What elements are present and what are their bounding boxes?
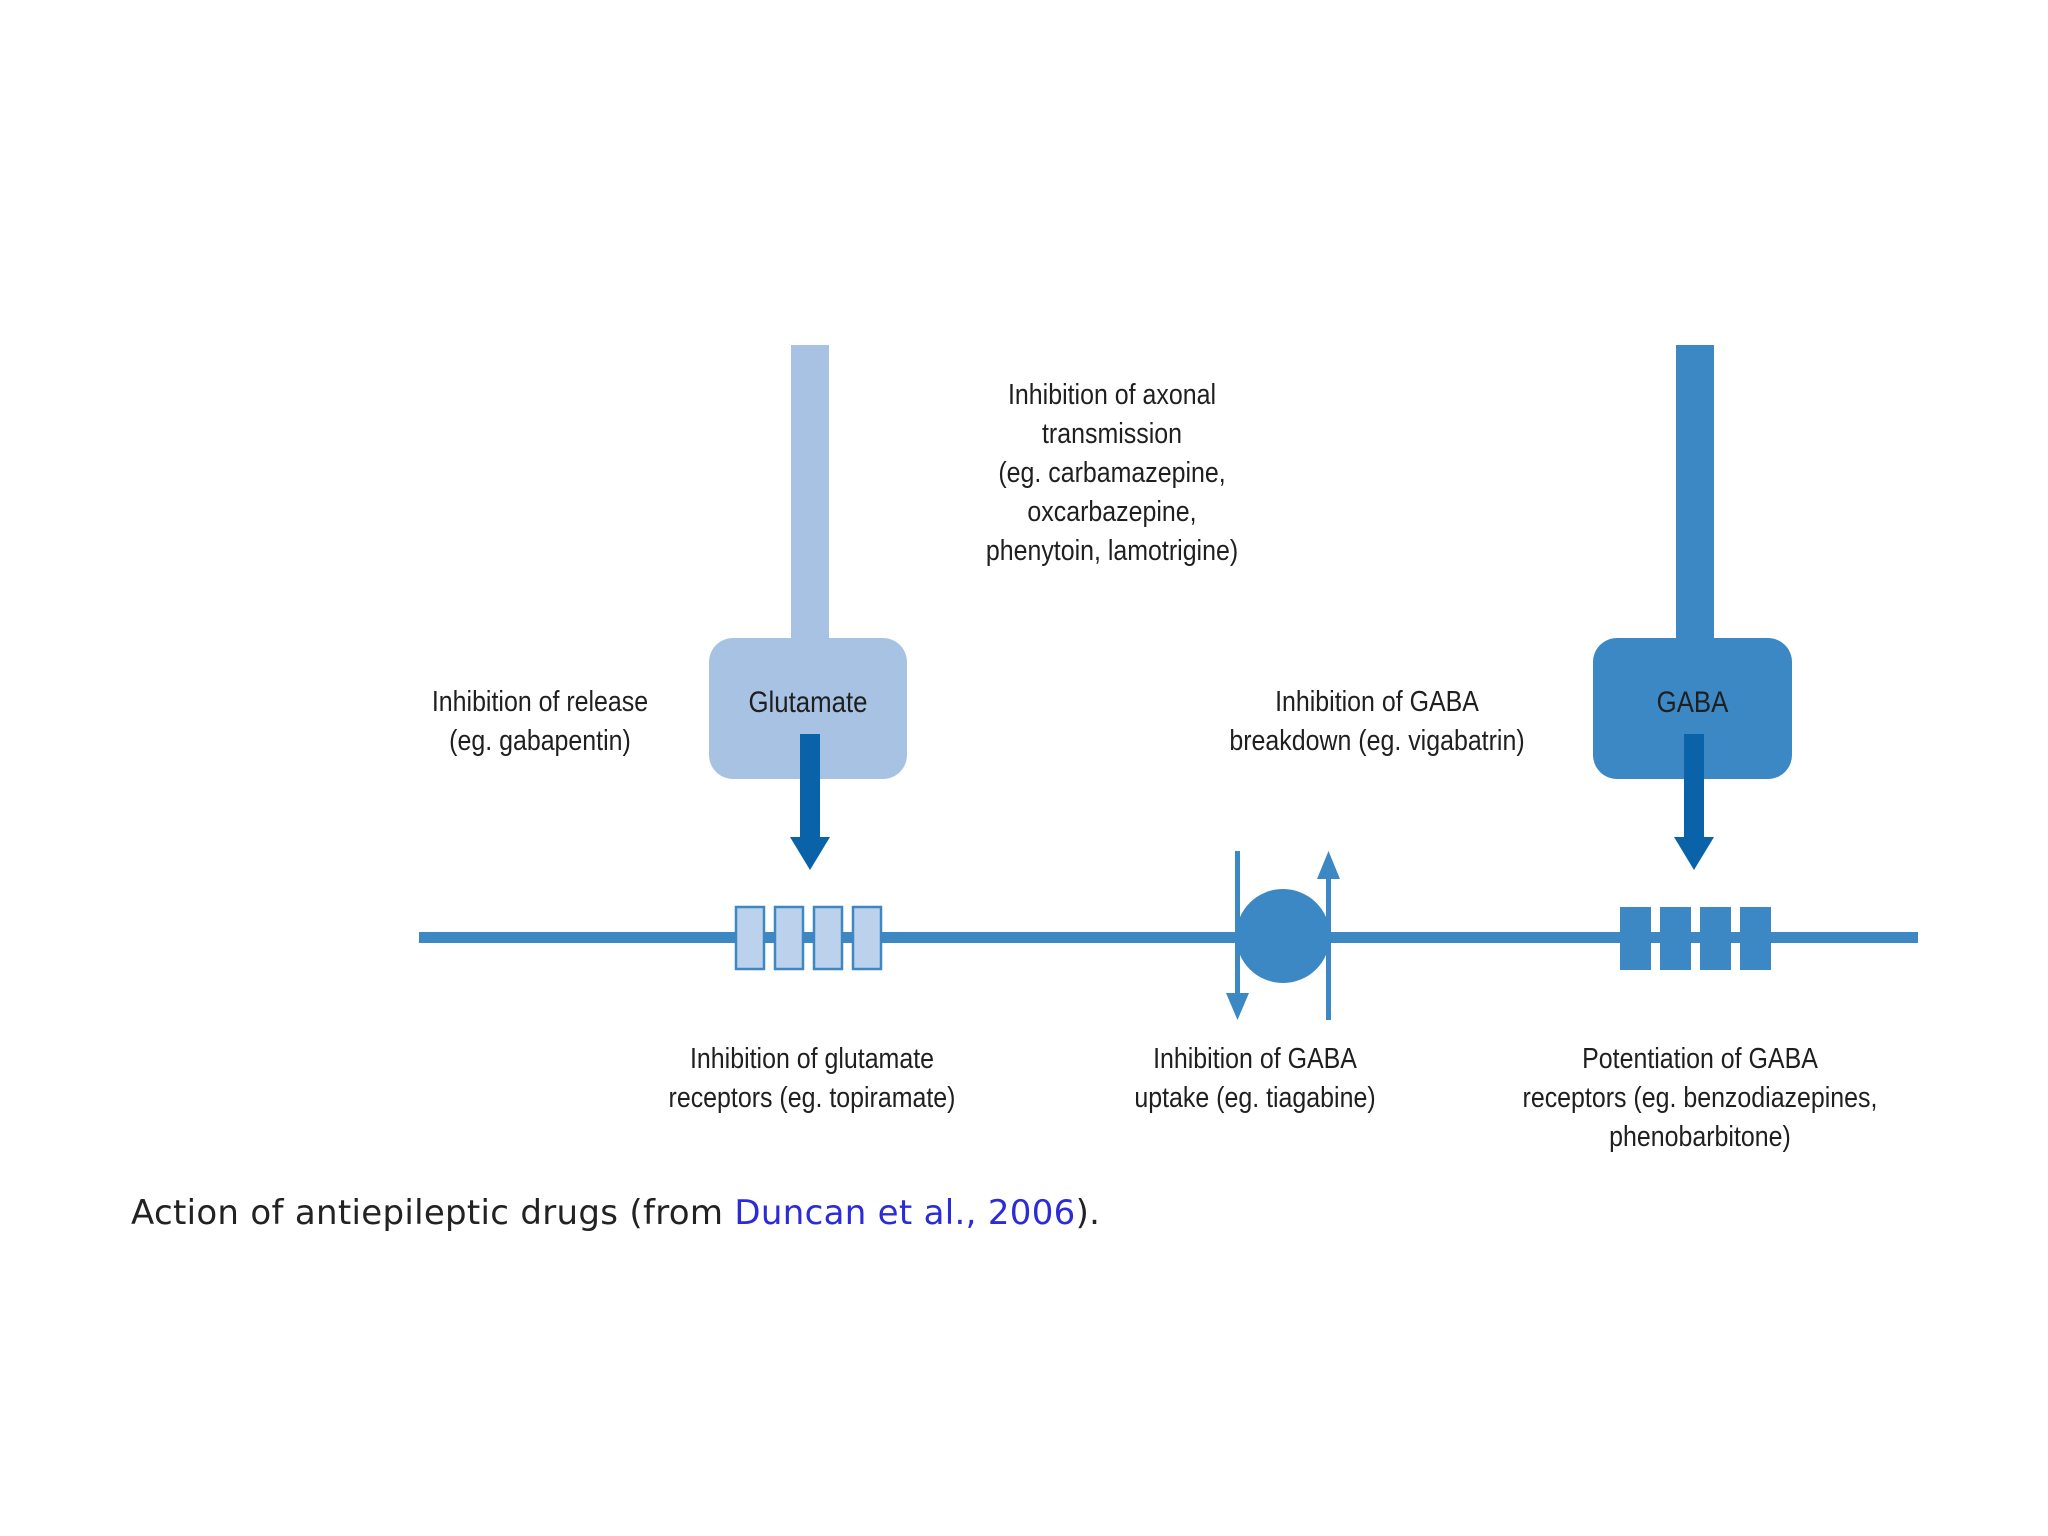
glutamate-receptor xyxy=(812,905,844,971)
label-line: (eg. carbamazepine, xyxy=(998,457,1226,489)
label-line: Inhibition of release xyxy=(431,686,649,718)
glutamate-release-arrow xyxy=(790,734,830,870)
glutamate-receptor-inhibition-label: Inhibition of glutamate receptors (eg. t… xyxy=(649,1040,976,1118)
label-line: receptors (eg. benzodiazepines, xyxy=(1522,1082,1878,1114)
axonal-transmission-label: Inhibition of axonal transmission (eg. c… xyxy=(957,376,1267,571)
label-line: phenobarbitone) xyxy=(1609,1121,1791,1153)
gaba-receptors xyxy=(1620,907,1771,970)
label-line: uptake (eg. tiagabine) xyxy=(1134,1082,1376,1114)
glutamate-receptors xyxy=(734,905,883,971)
glutamate-terminal-box xyxy=(709,638,907,779)
uptake-down-arrow-head xyxy=(1226,993,1249,1020)
gaba-receptor xyxy=(1660,907,1691,970)
gaba-receptor xyxy=(1620,907,1651,970)
gaba-box-label: GABA xyxy=(1656,686,1729,719)
uptake-down-arrow-shaft xyxy=(1235,851,1240,1001)
label-line: transmission xyxy=(1042,418,1182,450)
gaba-axon xyxy=(1676,345,1714,645)
uptake-up-arrow-shaft xyxy=(1326,870,1331,1020)
label-line: Inhibition of GABA xyxy=(1275,686,1479,718)
label-line: Inhibition of axonal xyxy=(1008,379,1216,411)
gaba-receptor xyxy=(1740,907,1771,970)
label-line: phenytoin, lamotrigine) xyxy=(985,535,1239,567)
gaba-receptor xyxy=(1700,907,1731,970)
caption-reference-link[interactable]: Duncan et al., 2006 xyxy=(734,1193,1076,1233)
label-line: breakdown (eg. vigabatrin) xyxy=(1229,725,1525,757)
caption-suffix: ). xyxy=(1075,1193,1101,1233)
gaba-uptake-label: Inhibition of GABA uptake (eg. tiagabine… xyxy=(1117,1040,1392,1118)
glutamate-receptor xyxy=(773,905,805,971)
label-line: receptors (eg. topiramate) xyxy=(668,1082,956,1114)
gaba-uptake-transporter xyxy=(1226,851,1340,1020)
gaba-terminal-box xyxy=(1593,638,1792,779)
label-line: (eg. gabapentin) xyxy=(449,725,631,757)
uptake-up-arrow-head xyxy=(1317,851,1340,879)
glutamate-receptor xyxy=(734,905,766,971)
transporter-circle xyxy=(1236,889,1330,983)
glutamate-receptor xyxy=(851,905,883,971)
glutamate-box-label: Glutamate xyxy=(748,686,868,719)
figure-caption: Action of antiepileptic drugs (from Dunc… xyxy=(131,1191,1100,1235)
membrane-line xyxy=(419,932,1918,943)
label-line: oxcarbazepine, xyxy=(1027,496,1197,528)
release-inhibition-label: Inhibition of release (eg. gabapentin) xyxy=(407,683,674,761)
gaba-breakdown-label: Inhibition of GABA breakdown (eg. vigaba… xyxy=(1209,683,1544,761)
glutamate-axon xyxy=(791,345,829,645)
label-line: Inhibition of glutamate xyxy=(689,1043,935,1075)
caption-text: Action of antiepileptic drugs (from xyxy=(131,1193,735,1233)
label-line: Potentiation of GABA xyxy=(1582,1043,1818,1075)
gaba-release-arrow xyxy=(1674,734,1714,870)
gaba-receptor-potentiation-label: Potentiation of GABA receptors (eg. benz… xyxy=(1489,1040,1910,1157)
label-line: Inhibition of GABA xyxy=(1153,1043,1357,1075)
